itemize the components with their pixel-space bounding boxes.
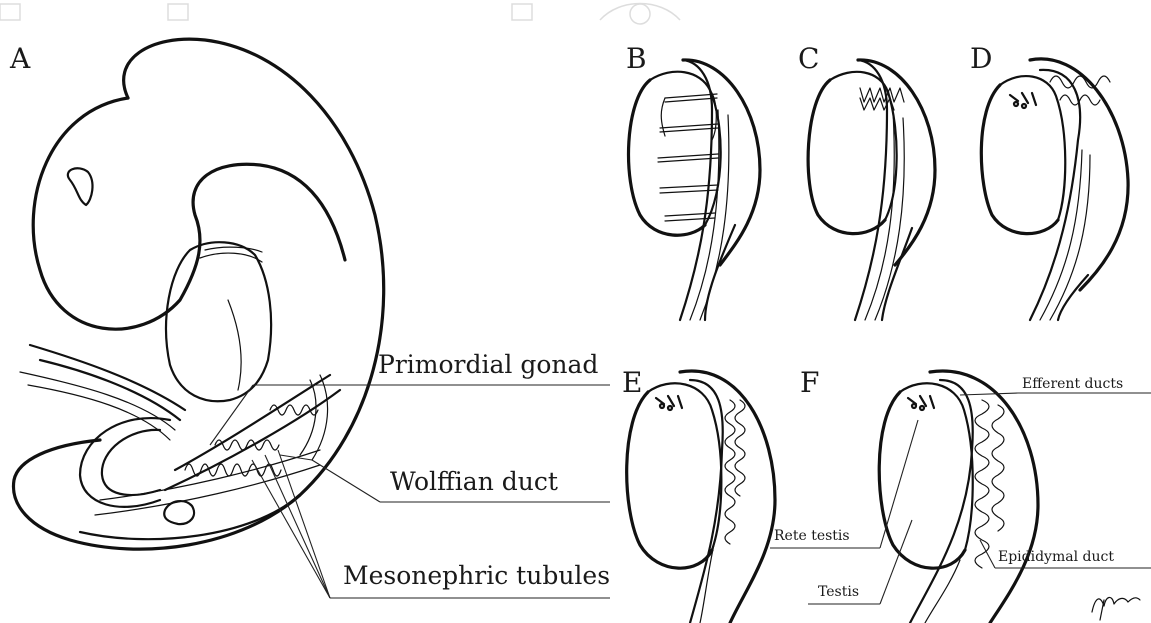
panel-letter-f: F bbox=[800, 366, 819, 399]
panel-letter-e: E bbox=[622, 366, 642, 399]
embryo-eye bbox=[68, 168, 93, 205]
metanephros bbox=[164, 501, 194, 524]
label-wolffian-duct: Wolffian duct bbox=[390, 467, 558, 496]
embryo-outer-contour bbox=[13, 39, 383, 549]
embryo-heart bbox=[166, 242, 271, 401]
watermark-marks bbox=[0, 4, 680, 25]
label-rete-testis: Rete testis bbox=[774, 528, 850, 544]
panel-letter-b: B bbox=[626, 42, 647, 75]
gonad-drawing-f bbox=[879, 371, 1038, 623]
label-efferent-ducts: Efferent ducts bbox=[1022, 376, 1123, 392]
label-primordial-gonad-group: Primordial gonad bbox=[210, 350, 610, 445]
embryo-drawing-a bbox=[13, 39, 383, 549]
panel-letter-d: D bbox=[970, 42, 992, 75]
panel-letter-a: A bbox=[9, 42, 31, 75]
gonad-drawing-d bbox=[981, 59, 1128, 320]
gonad-drawing-e bbox=[627, 371, 775, 623]
embryo-head bbox=[33, 98, 345, 329]
gonad-drawing-b bbox=[629, 60, 760, 320]
label-testis: Testis bbox=[818, 584, 859, 600]
label-rete-testis-group: Rete testis bbox=[770, 420, 918, 548]
panel-letter-c: C bbox=[798, 42, 819, 75]
artist-signature bbox=[1092, 597, 1140, 620]
gonad-drawing-c bbox=[808, 60, 935, 320]
label-epididymal-duct: Epididymal duct bbox=[998, 549, 1114, 565]
label-epididymal-duct-group: Epididymal duct bbox=[980, 540, 1151, 568]
mesonephric-tubules-drawing bbox=[185, 464, 281, 476]
label-mesonephric-tubules: Mesonephric tubules bbox=[343, 561, 610, 590]
mesonephros-band bbox=[175, 375, 330, 470]
label-primordial-gonad: Primordial gonad bbox=[378, 350, 598, 379]
